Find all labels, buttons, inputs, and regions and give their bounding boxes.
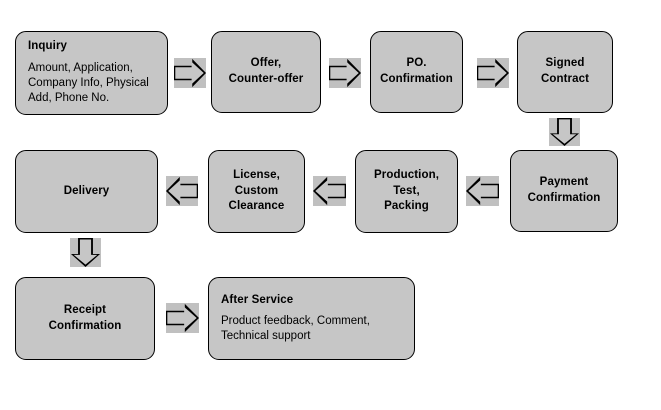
- node-inquiry-title: Inquiry: [28, 40, 68, 53]
- connector-contract-to-payment: [549, 118, 580, 146]
- arrow-fill: [552, 119, 577, 144]
- connector-receipt-to-after-service: [166, 303, 199, 333]
- node-after-service-detail: Product feedback, Comment, Technical sup…: [221, 315, 370, 343]
- node-po-confirmation-title: PO. Confirmation: [380, 57, 453, 85]
- node-after-service-title: After Service: [221, 293, 294, 306]
- node-receipt-confirmation[interactable]: Receipt Confirmation: [15, 277, 155, 360]
- node-license-custom-clearance-title: License, Custom Clearance: [228, 169, 285, 213]
- connector-offer-to-po: [329, 58, 361, 88]
- connector-license-to-delivery: [166, 176, 198, 206]
- node-inquiry-detail: Amount, Application, Company Info, Physi…: [28, 62, 149, 105]
- connector-po-to-contract: [477, 58, 509, 88]
- node-after-service[interactable]: After Service Product feedback, Comment,…: [208, 277, 415, 360]
- node-license-custom-clearance[interactable]: License, Custom Clearance: [208, 150, 305, 233]
- arrow-fill: [167, 306, 197, 330]
- node-payment-confirmation-title: Payment Confirmation: [527, 176, 601, 204]
- connector-inquiry-to-offer: [174, 58, 206, 88]
- arrow-fill: [315, 179, 345, 203]
- node-signed-contract[interactable]: Signed Contract: [517, 31, 613, 113]
- arrow-fill: [468, 179, 498, 203]
- connector-production-to-license: [313, 176, 346, 206]
- arrow-fill: [175, 61, 204, 85]
- arrow-fill: [73, 239, 98, 265]
- node-inquiry[interactable]: Inquiry Amount, Application, Company Inf…: [15, 31, 168, 115]
- node-payment-confirmation[interactable]: Payment Confirmation: [510, 150, 618, 232]
- arrow-fill: [330, 61, 359, 85]
- node-offer[interactable]: Offer, Counter-offer: [211, 31, 321, 113]
- node-receipt-confirmation-title: Receipt Confirmation: [48, 303, 122, 332]
- node-po-confirmation[interactable]: PO. Confirmation: [370, 31, 463, 113]
- node-production-test-packing[interactable]: Production, Test, Packing: [355, 150, 458, 233]
- node-delivery-title: Delivery: [63, 184, 110, 197]
- connector-delivery-to-receipt: [70, 238, 101, 267]
- arrow-fill: [478, 61, 507, 85]
- node-signed-contract-title: Signed Contract: [540, 57, 590, 85]
- arrow-fill: [168, 179, 197, 203]
- node-production-test-packing-title: Production, Test, Packing: [374, 169, 439, 213]
- node-offer-title: Offer, Counter-offer: [228, 57, 304, 85]
- connector-payment-to-production: [466, 176, 499, 206]
- node-delivery[interactable]: Delivery: [15, 150, 158, 233]
